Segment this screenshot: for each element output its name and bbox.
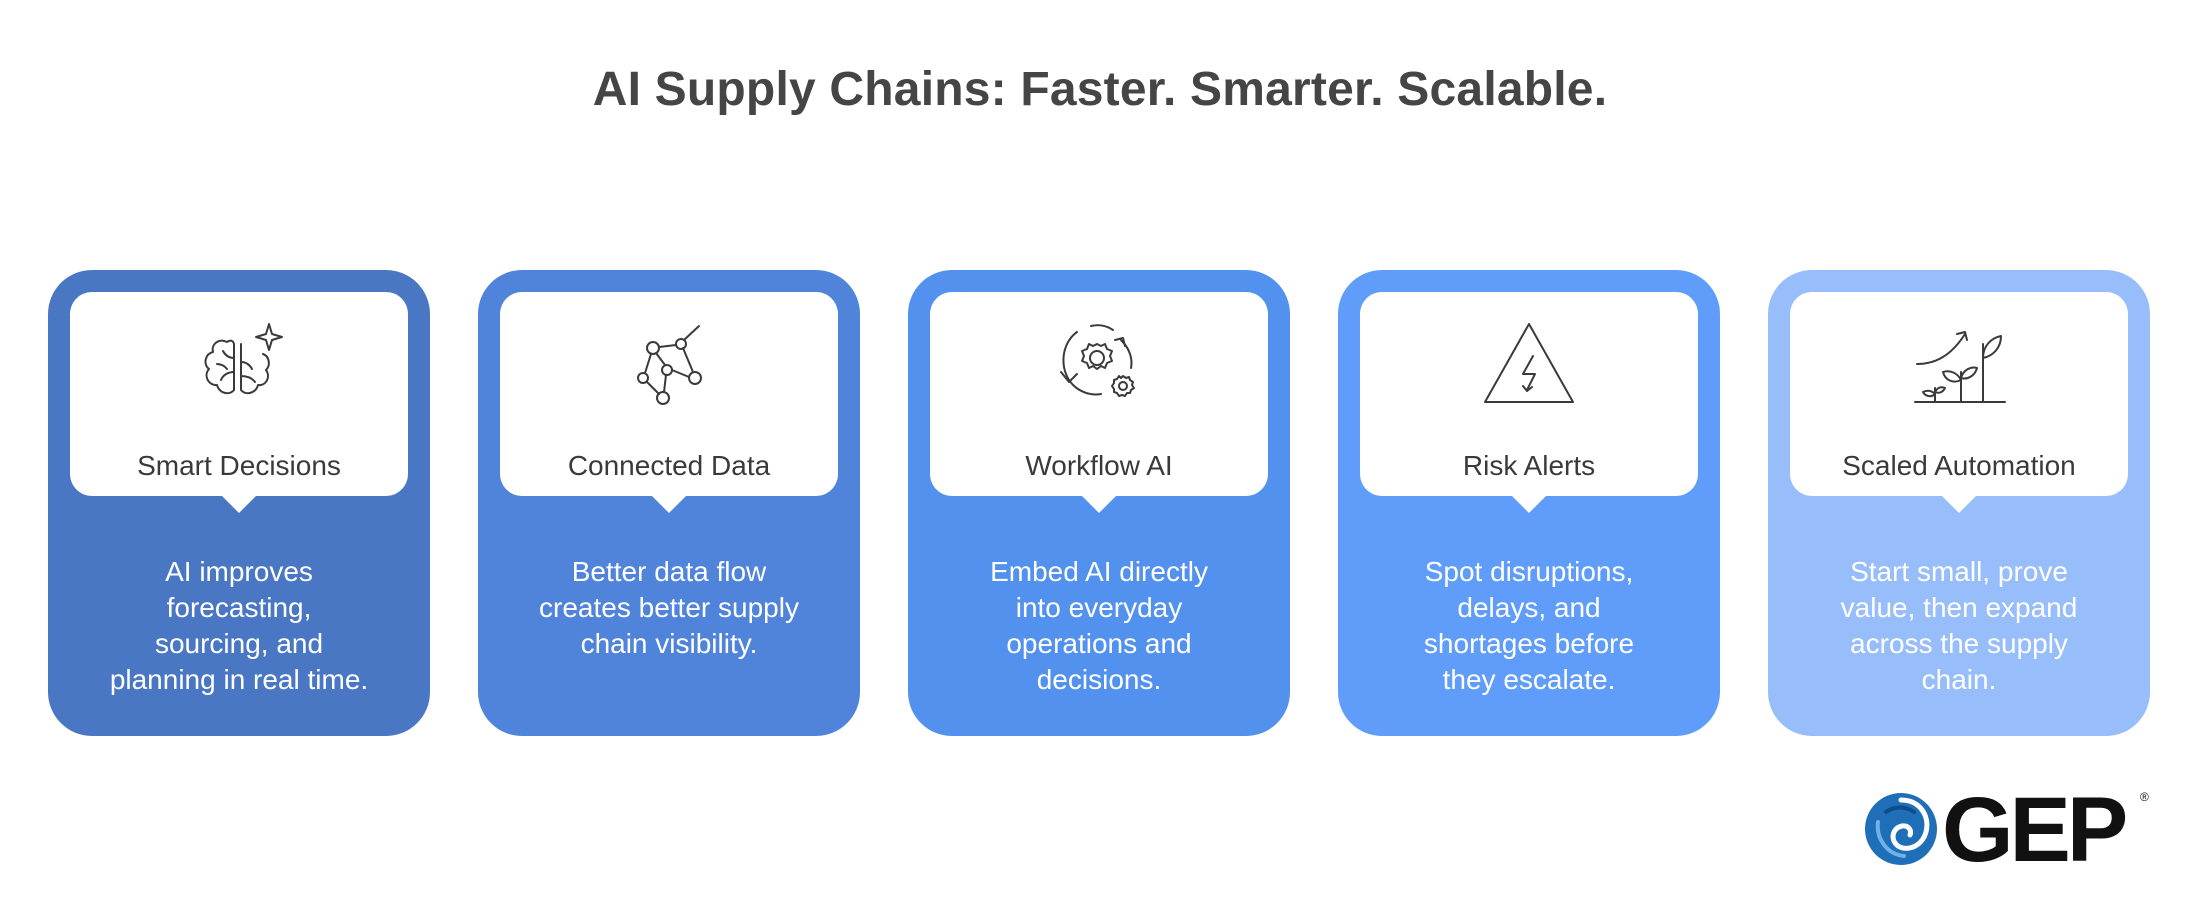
logo-wordmark: GEP: [1942, 779, 2128, 881]
warning-bolt-icon: [1479, 314, 1579, 414]
desc-line: Start small, prove: [1850, 556, 2068, 587]
card-scaled-automation: Scaled Automation Start small, prove val…: [1768, 270, 2150, 736]
cards-row: Smart Decisions AI improves forecasting,…: [48, 270, 2152, 736]
card-description: Embed AI directly into everyday operatio…: [938, 554, 1260, 698]
desc-line: into everyday: [1015, 592, 1183, 623]
registered-mark: ®: [2140, 790, 2149, 804]
card-connected-data: Connected Data Better data flow creates …: [478, 270, 860, 736]
desc-line: sourcing, and: [154, 628, 324, 659]
card-workflow-ai: Workflow AI Embed AI directly into every…: [908, 270, 1290, 736]
gears-cycle-icon: [1049, 314, 1149, 414]
network-nodes-icon: [619, 314, 719, 414]
desc-line: AI improves: [165, 556, 313, 587]
card-description: Better data flow creates better supply c…: [508, 554, 830, 662]
card-label: Workflow AI: [1025, 450, 1173, 481]
page-title: AI Supply Chains: Faster. Smarter. Scala…: [592, 63, 1608, 116]
desc-line: across the supply: [1850, 628, 2068, 659]
desc-line: planning in real time.: [109, 664, 369, 695]
desc-line: creates better supply: [539, 592, 799, 623]
card-risk-alerts: Risk Alerts Spot disruptions, delays, an…: [1338, 270, 1720, 736]
growth-plant-icon: [1909, 314, 2009, 414]
desc-line: chain.: [1921, 664, 1997, 695]
brain-sparkle-icon: [189, 314, 289, 414]
desc-line: Embed AI directly: [990, 556, 1208, 587]
card-label: Scaled Automation: [1842, 450, 2076, 481]
card-header: Risk Alerts: [1360, 292, 1698, 513]
desc-line: Better data flow: [571, 556, 767, 587]
card-description: Start small, prove value, then expand ac…: [1798, 554, 2120, 698]
card-label: Connected Data: [567, 450, 771, 481]
card-label: Risk Alerts: [1462, 450, 1596, 481]
desc-line: chain visibility.: [580, 628, 758, 659]
desc-line: Spot disruptions,: [1424, 556, 1634, 587]
card-smart-decisions: Smart Decisions AI improves forecasting,…: [48, 270, 430, 736]
gep-logo: GEP ®: [1864, 780, 2154, 880]
card-header: Workflow AI: [930, 292, 1268, 513]
desc-line: value, then expand: [1840, 592, 2078, 623]
desc-line: they escalate.: [1442, 664, 1616, 695]
card-header: Connected Data: [500, 292, 838, 513]
desc-line: delays, and: [1457, 592, 1601, 623]
card-header: Scaled Automation: [1790, 292, 2128, 513]
card-description: AI improves forecasting, sourcing, and p…: [78, 554, 400, 698]
card-description: Spot disruptions, delays, and shortages …: [1368, 554, 1690, 698]
desc-line: decisions.: [1036, 664, 1162, 695]
swirl-logo-icon: [1864, 792, 1938, 866]
desc-line: forecasting,: [166, 592, 312, 623]
card-label: Smart Decisions: [137, 450, 341, 481]
desc-line: operations and: [1006, 628, 1192, 659]
desc-line: shortages before: [1423, 628, 1635, 659]
card-header: Smart Decisions: [70, 292, 408, 513]
